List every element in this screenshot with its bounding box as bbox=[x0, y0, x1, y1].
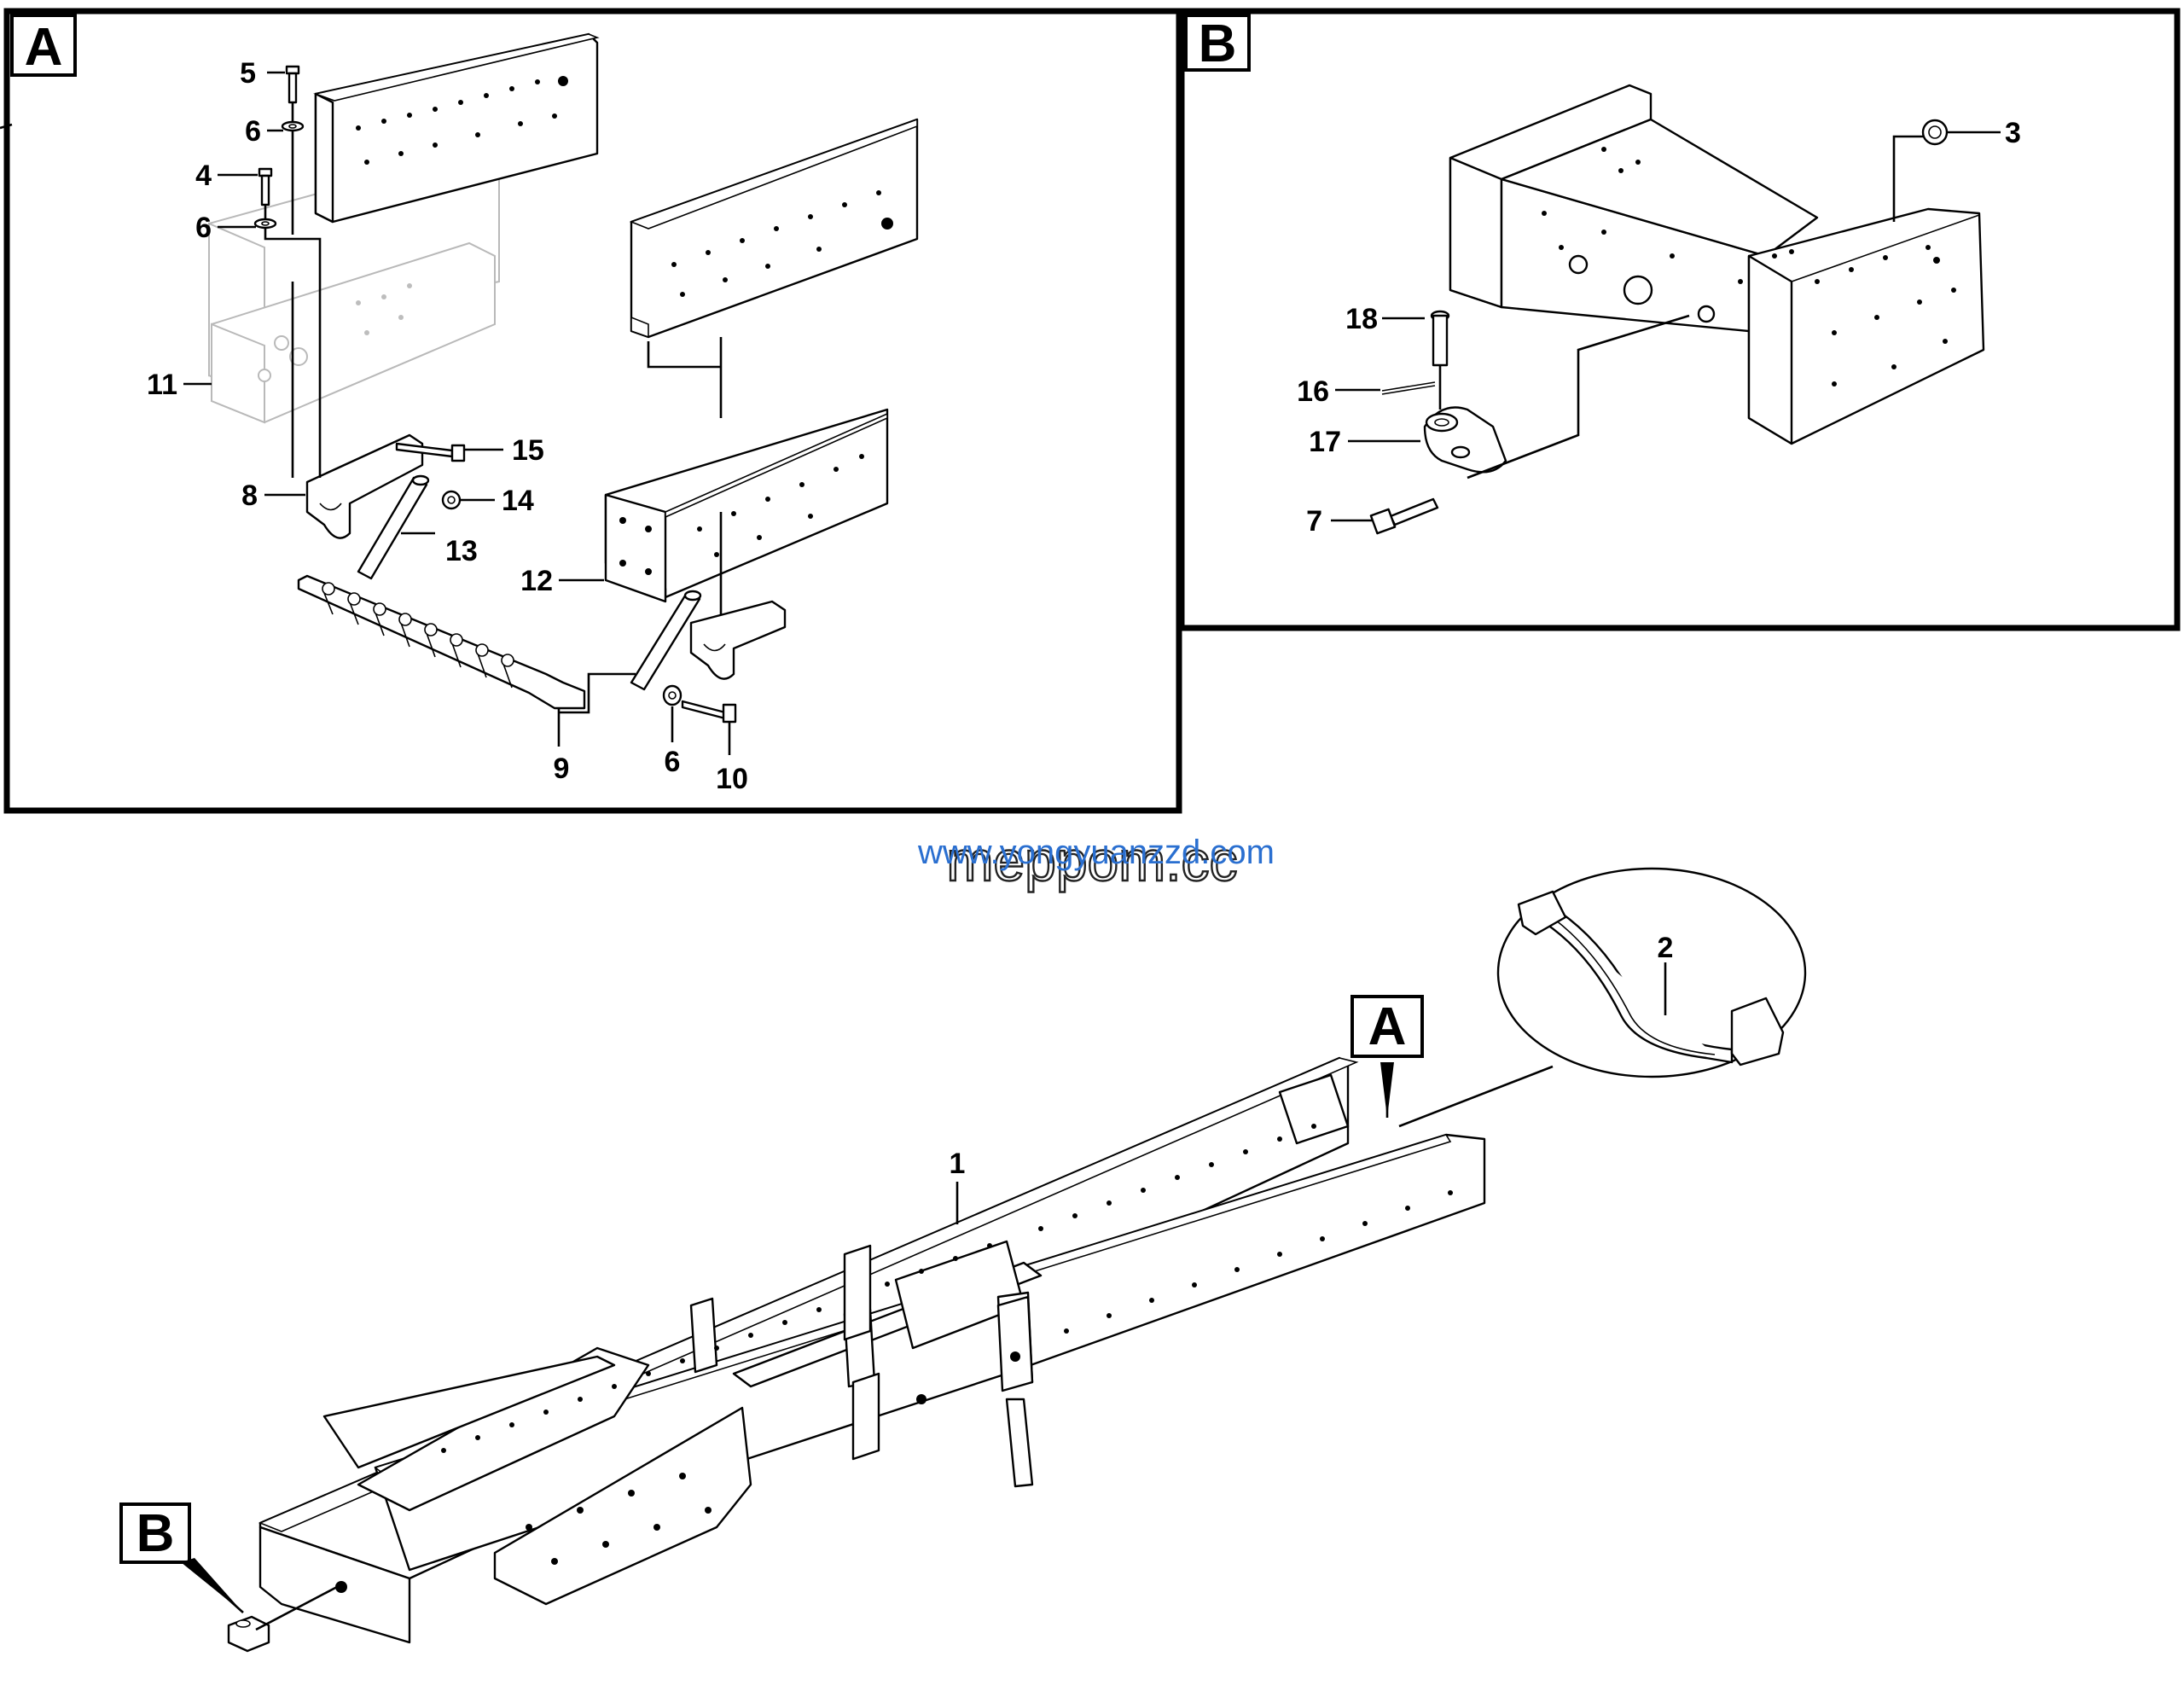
callout-1: 1 bbox=[950, 1148, 966, 1180]
callout-10: 10 bbox=[716, 763, 748, 795]
detail-a-panel: A bbox=[3, 8, 1182, 814]
overview-marker-b: B bbox=[136, 1504, 175, 1563]
callout-6-bottom: 6 bbox=[665, 746, 681, 778]
detail-a-label: A bbox=[25, 18, 63, 77]
callout-3: 3 bbox=[2005, 117, 2021, 149]
callout-18: 18 bbox=[1345, 303, 1378, 335]
callout-4: 4 bbox=[195, 160, 212, 192]
right-rail bbox=[629, 118, 919, 339]
part-16-split-pin bbox=[1381, 381, 1436, 395]
detail-a-tag bbox=[10, 14, 77, 77]
edge-tick bbox=[0, 123, 13, 130]
chassis-overview: A B 1 2 bbox=[119, 867, 1807, 1653]
overview-coupling bbox=[227, 1615, 270, 1653]
part-17-coupling bbox=[1423, 406, 1507, 474]
detail-b-tag bbox=[1184, 14, 1251, 72]
callout-2: 2 bbox=[1658, 932, 1674, 964]
detail-b-leaders bbox=[1331, 131, 2001, 522]
callout-11: 11 bbox=[147, 369, 177, 401]
callout-12: 12 bbox=[520, 565, 553, 597]
front-reinforcement-plate bbox=[322, 1346, 752, 1606]
magnifier-ellipse bbox=[1496, 867, 1807, 1078]
callout-5: 5 bbox=[240, 57, 256, 90]
part-15-bolt bbox=[395, 442, 466, 462]
part-10-bolt bbox=[681, 700, 737, 724]
callout-15: 15 bbox=[512, 434, 544, 467]
part-18-pin bbox=[1430, 310, 1450, 367]
hook-right bbox=[689, 600, 787, 680]
overview-marker-a: A bbox=[1368, 997, 1407, 1056]
part-6-washer-bottom bbox=[662, 684, 682, 706]
callout-17: 17 bbox=[1309, 426, 1341, 458]
callout-6-mid: 6 bbox=[195, 212, 212, 244]
part-9-chain bbox=[297, 574, 586, 710]
overview-marker-b-box bbox=[119, 1502, 191, 1564]
watermark-primary: www.yongyuanzzd.com bbox=[917, 834, 1275, 871]
part-5-bolt bbox=[285, 65, 300, 104]
vertical-brackets bbox=[689, 1244, 1034, 1461]
callout-16: 16 bbox=[1297, 375, 1329, 408]
part-12-bracket bbox=[604, 408, 889, 603]
callout-7: 7 bbox=[1306, 505, 1322, 538]
detail-b-panel: B bbox=[1178, 8, 2181, 631]
watermark-secondary: meppom.cc bbox=[946, 829, 1237, 892]
detail-b-frame bbox=[1178, 8, 2181, 631]
upper-rail bbox=[313, 32, 600, 224]
rail-holes bbox=[335, 1124, 1453, 1593]
part-7-bolt bbox=[1369, 497, 1439, 535]
detail-a-leaders bbox=[183, 71, 731, 755]
part-6-washer-mid bbox=[253, 218, 277, 230]
callout-9: 9 bbox=[554, 753, 570, 785]
detail-b-label: B bbox=[1199, 15, 1237, 73]
part-2-magnifier bbox=[1398, 867, 1807, 1128]
part-8-hook bbox=[305, 433, 424, 539]
part-11-crossmember bbox=[211, 241, 496, 424]
rear-crossmember bbox=[1449, 84, 1985, 445]
callout-6-top: 6 bbox=[245, 115, 261, 148]
part-6-washer-top bbox=[281, 120, 305, 132]
callout-14: 14 bbox=[502, 485, 534, 517]
overview-marker-a-box bbox=[1350, 995, 1424, 1058]
part-3-nut bbox=[1921, 119, 1949, 146]
part-14-nut bbox=[441, 490, 462, 510]
part-4-bolt bbox=[258, 167, 273, 206]
callout-13: 13 bbox=[445, 535, 478, 567]
rod-right bbox=[630, 590, 702, 691]
right-side-rail bbox=[374, 1133, 1486, 1572]
part-13-rod bbox=[357, 474, 430, 580]
callout-8: 8 bbox=[241, 480, 258, 512]
